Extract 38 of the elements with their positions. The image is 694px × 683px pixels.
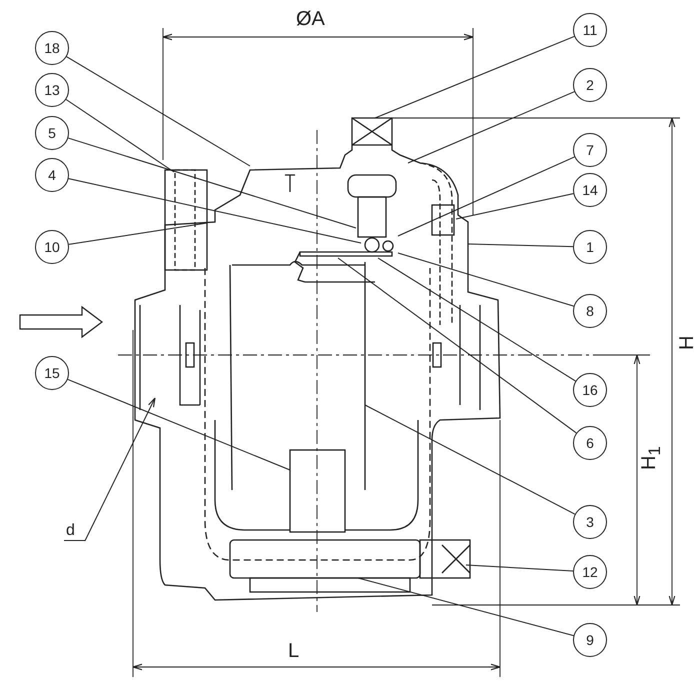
- callout-number: 2: [573, 68, 607, 102]
- callout-number: 13: [35, 73, 69, 107]
- leader-line: [456, 193, 574, 220]
- leader-line: [84, 397, 156, 542]
- callout-number: 10: [35, 230, 69, 264]
- dimension-label: H: [676, 336, 694, 350]
- leader-line: [68, 222, 208, 245]
- callout-number: 6: [573, 426, 607, 460]
- callout-number: 4: [35, 158, 69, 192]
- leader-line: [68, 178, 362, 244]
- leader-line: [398, 156, 575, 236]
- leader-line: [374, 36, 575, 118]
- leader-line: [68, 138, 356, 228]
- leader-line: [398, 252, 574, 307]
- callout-number: 1: [573, 230, 607, 264]
- leader-line: [466, 564, 574, 572]
- leader-line: [378, 258, 576, 382]
- callout-number: 11: [573, 13, 607, 47]
- callout-number: 15: [35, 356, 69, 390]
- leader-line: [468, 244, 574, 248]
- leader-line: [66, 56, 250, 166]
- leader-line: [408, 91, 575, 164]
- callout-number: 7: [573, 133, 607, 167]
- callout-number: 3: [573, 505, 607, 539]
- leader-line: [66, 98, 174, 172]
- callout-number: 16: [573, 373, 607, 407]
- callout-number: 9: [573, 623, 607, 657]
- callout-number: 5: [35, 116, 69, 150]
- callout-number: 18: [35, 31, 69, 65]
- dimension-label: ØA: [296, 8, 325, 30]
- callout-number: 12: [573, 555, 607, 589]
- dimension-label: L: [288, 640, 300, 662]
- leader-line: [358, 578, 574, 636]
- leader-line: [364, 404, 576, 515]
- callout-number: 8: [573, 294, 607, 328]
- leader-line: [338, 258, 577, 434]
- leader-line: [67, 378, 290, 470]
- callout-number: 14: [573, 173, 607, 207]
